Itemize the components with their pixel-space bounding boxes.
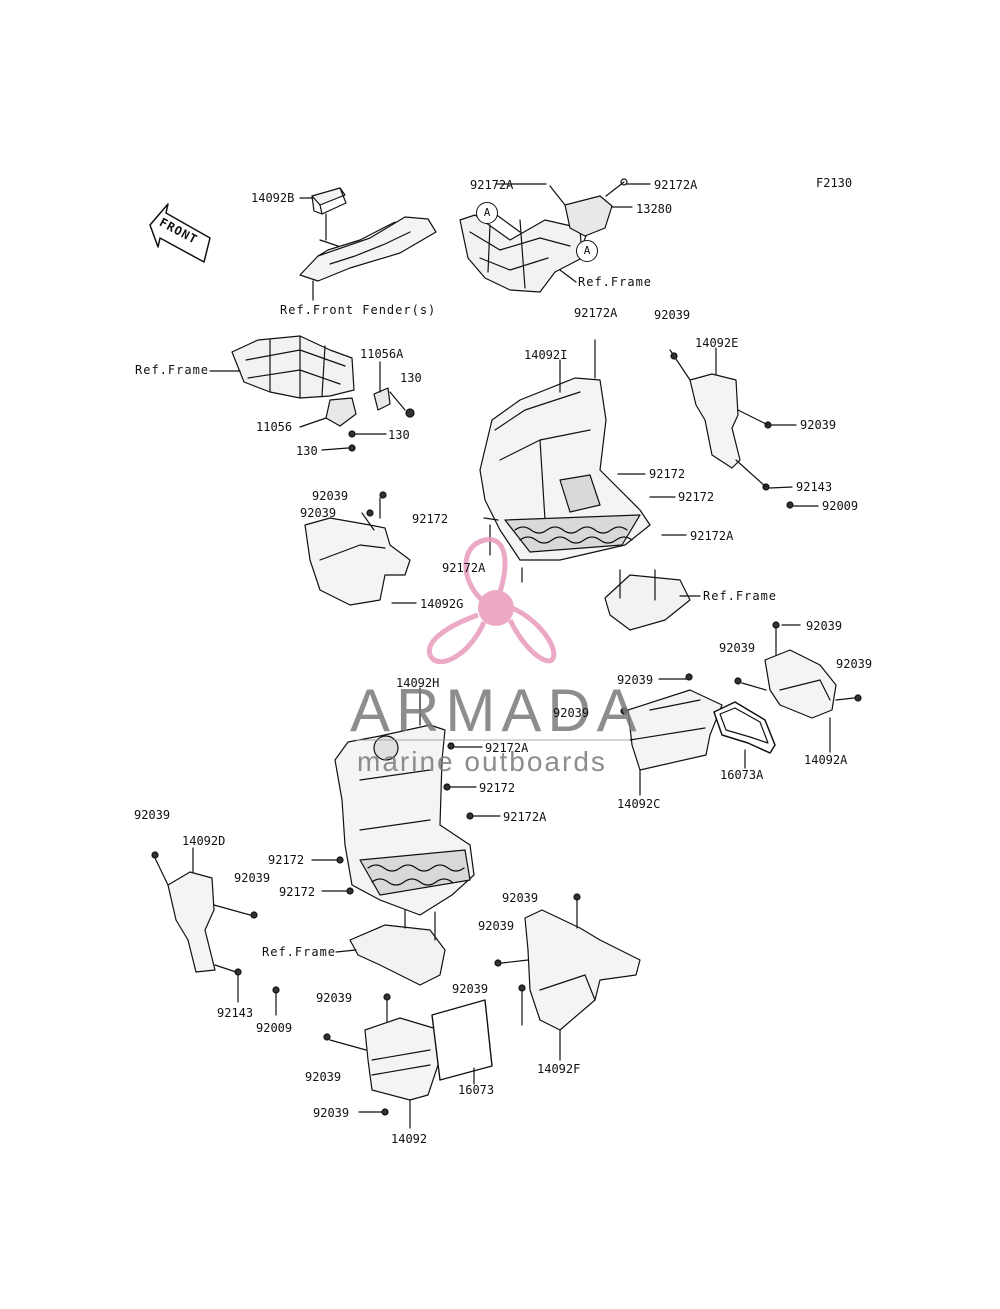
part-13280-frame (459, 178, 633, 293)
label-14092: 14092 (391, 1132, 428, 1146)
label-130-b: 130 (388, 428, 410, 442)
label-11056: 11056 (256, 420, 293, 434)
label-14092B: 14092B (251, 191, 295, 205)
label-92172A-c5: 92172A (442, 561, 486, 575)
part-14092C (620, 673, 723, 796)
label-92039-a2: 92039 (719, 641, 756, 655)
label-92172-c1: 92172 (649, 467, 686, 481)
label-92172-h2: 92172 (479, 781, 516, 795)
label-14092F: 14092F (537, 1062, 581, 1076)
label-11056A: 11056A (360, 347, 404, 361)
part-front-fender-panel (299, 213, 437, 301)
label-14092C: 14092C (617, 797, 661, 811)
part-14092 (323, 993, 441, 1129)
part-frame-left (209, 335, 415, 452)
label-92172A-top-left: 92172A (470, 178, 514, 192)
label-130-c: 130 (296, 444, 318, 458)
label-ref-frame-center: Ref.Frame (703, 589, 778, 603)
label-92039-d1: 92039 (134, 808, 171, 822)
label-92143-d: 92143 (217, 1006, 254, 1020)
part-14092I (479, 339, 687, 583)
label-92039-f3: 92039 (452, 982, 489, 996)
label-92039-r2: 92039 (800, 418, 837, 432)
label-92172-h5: 92172 (279, 885, 316, 899)
label-14092A: 14092A (804, 753, 848, 767)
watermark-tagline: marine outboards (357, 746, 607, 777)
label-92172-h4: 92172 (268, 853, 305, 867)
label-92039-c2: 92039 (553, 706, 590, 720)
part-16073 (431, 999, 493, 1085)
callout-a-left: A (476, 202, 498, 224)
label-14092D: 14092D (182, 834, 226, 848)
part-frame-center (604, 569, 701, 631)
label-16073: 16073 (458, 1083, 495, 1097)
label-92039-a1: 92039 (806, 619, 843, 633)
label-92039-f2: 92039 (478, 919, 515, 933)
label-92172A-c4: 92172A (690, 529, 734, 543)
callout-a-right: A (576, 240, 598, 262)
watermark-brand: ARMADA (350, 677, 643, 744)
part-14092D (151, 847, 280, 1016)
label-13280: 13280 (636, 202, 673, 216)
label-92039-g2: 92039 (300, 506, 337, 520)
label-16073A: 16073A (720, 768, 764, 782)
label-92039-b3: 92039 (313, 1106, 350, 1120)
part-14092E (669, 347, 819, 509)
label-ref-front-fender: Ref.Front Fender(s) (280, 303, 437, 317)
part-14092G (304, 491, 417, 606)
label-92039-d2: 92039 (234, 871, 271, 885)
label-14092I: 14092I (524, 348, 568, 362)
label-14092E: 14092E (695, 336, 739, 350)
part-14092A (734, 621, 862, 753)
label-ref-frame-left: Ref.Frame (135, 363, 210, 377)
label-14092H: 14092H (396, 676, 440, 690)
front-arrow-icon (149, 203, 211, 263)
label-92172-c3: 92172 (412, 512, 449, 526)
part-14092B (299, 187, 347, 215)
part-frame-bottom (335, 909, 446, 986)
label-ref-frame-top: Ref.Frame (578, 275, 653, 289)
label-92172A-h3: 92172A (503, 810, 547, 824)
label-92039-b1: 92039 (316, 991, 353, 1005)
part-16073A (713, 701, 776, 769)
label-92039-r1: 92039 (654, 308, 691, 322)
label-130-a: 130 (400, 371, 422, 385)
label-14092G: 14092G (420, 597, 464, 611)
label-92039-f1: 92039 (502, 891, 539, 905)
label-ref-frame-bottom: Ref.Frame (262, 945, 337, 959)
label-92172A-h1: 92172A (485, 741, 529, 755)
label-92172-c2: 92172 (678, 490, 715, 504)
part-14092F (494, 893, 641, 1061)
part-14092H (311, 687, 501, 916)
label-92039-b2: 92039 (305, 1070, 342, 1084)
label-92009-r: 92009 (822, 499, 859, 513)
label-92172A-top-right: 92172A (654, 178, 698, 192)
label-92039-a3: 92039 (836, 657, 873, 671)
label-92039-g1: 92039 (312, 489, 349, 503)
label-92172A-center-top: 92172A (574, 306, 618, 320)
label-92143-r: 92143 (796, 480, 833, 494)
figure-code: F2130 (816, 176, 853, 190)
label-92039-c1: 92039 (617, 673, 654, 687)
label-92009-d: 92009 (256, 1021, 293, 1035)
watermark-logo-icon (354, 537, 630, 741)
